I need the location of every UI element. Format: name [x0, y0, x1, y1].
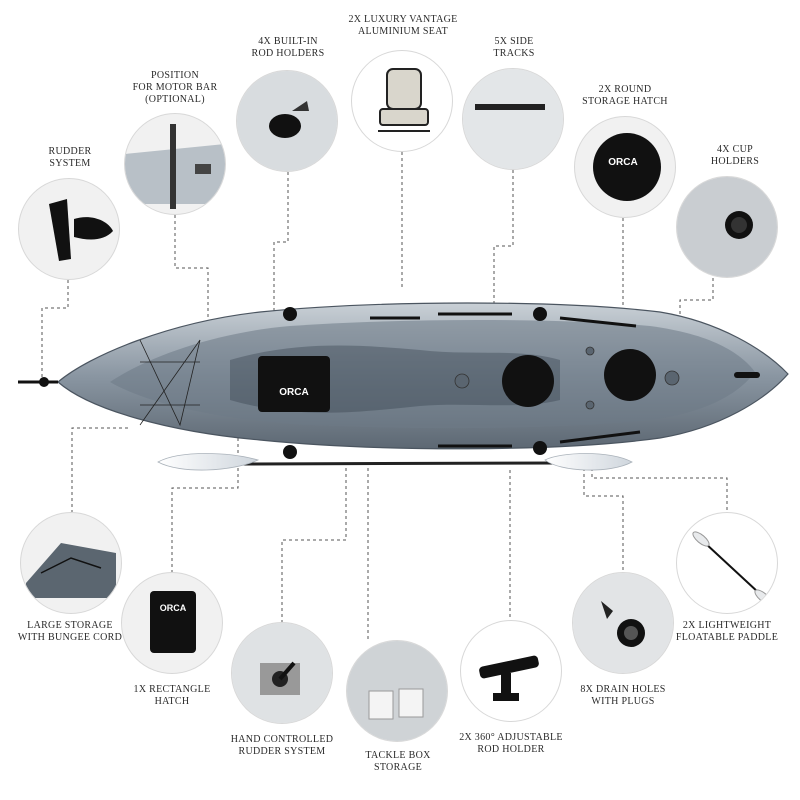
- bungee-cords: [139, 339, 201, 427]
- bow-handle: [734, 372, 760, 378]
- paddle-image: [676, 512, 778, 614]
- drain-holes-image: [572, 572, 674, 674]
- seat-image: [351, 50, 453, 152]
- kayak-hull: ORCA: [18, 302, 789, 459]
- side-tracks-image: [462, 68, 564, 170]
- cup-holders-image: [676, 176, 778, 278]
- svg-text:ORCA: ORCA: [160, 603, 187, 613]
- rectangle-hatch-image: ORCA: [121, 572, 223, 674]
- tackle-box-image: [346, 640, 448, 742]
- round-hatches: [502, 349, 656, 407]
- paddle: [157, 453, 633, 471]
- cup-holders: [454, 346, 680, 410]
- hatch-brand: ORCA: [279, 387, 308, 398]
- rod-holders: [283, 307, 547, 459]
- side-tracks: [370, 312, 641, 448]
- round-hatch-image: ORCA: [574, 116, 676, 218]
- large-storage-image: [20, 512, 122, 614]
- rudder: [18, 377, 58, 387]
- rod-holders-image: [236, 70, 338, 172]
- motor-bar-image: [124, 113, 226, 215]
- svg-text:ORCA: ORCA: [608, 157, 637, 168]
- hand-rudder-image: [231, 622, 333, 724]
- rectangle-hatch: ORCA: [258, 356, 330, 412]
- rudder-system-image: [18, 178, 120, 280]
- adjustable-rod-holder-image: [460, 620, 562, 722]
